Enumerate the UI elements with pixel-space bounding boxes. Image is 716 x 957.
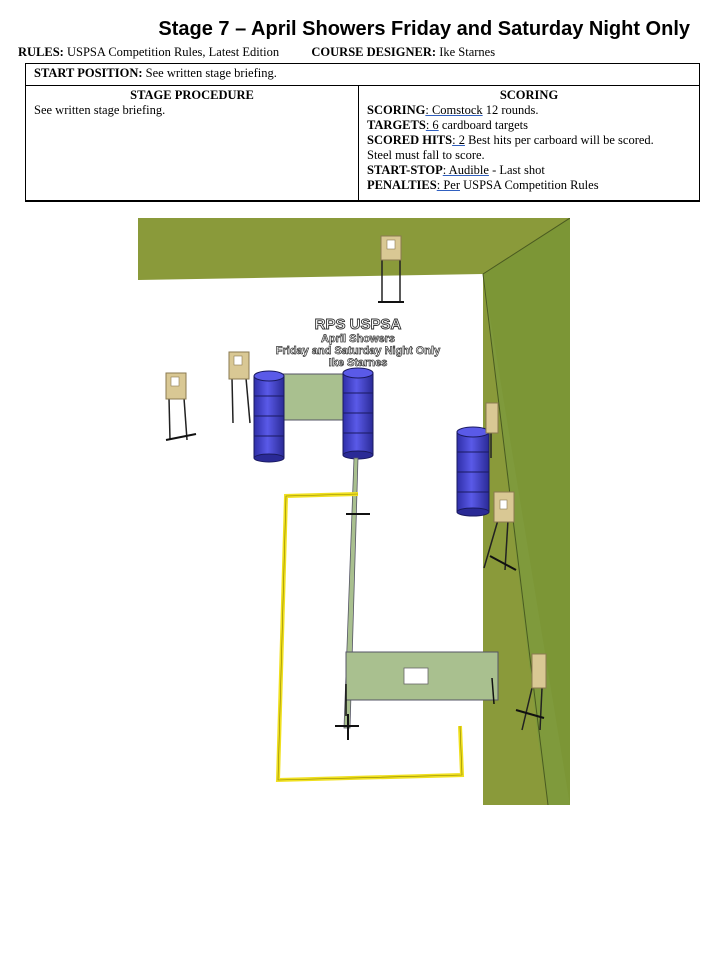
rules-value: USPSA Competition Rules, Latest Edition <box>67 45 279 59</box>
scoring-heading: SCORING <box>367 88 691 103</box>
barrel-stack-right <box>457 427 489 516</box>
hits-link[interactable]: : 2 <box>452 133 465 147</box>
penalties-line: PENALTIES: Per USPSA Competition Rules <box>367 178 691 193</box>
wall-port <box>404 668 428 684</box>
start-stop-line: START-STOP: Audible - Last shot <box>367 163 691 178</box>
targets-link[interactable]: : 6 <box>426 118 439 132</box>
barrel-stack-left <box>254 371 284 462</box>
start-stop-link[interactable]: : Audible <box>443 163 489 177</box>
stage-procedure-cell: STAGE PROCEDURE See written stage briefi… <box>26 86 359 201</box>
designer-label: COURSE DESIGNER: <box>311 45 436 59</box>
start-position-label: START POSITION: <box>34 66 143 80</box>
stage-brief-table: START POSITION: See written stage briefi… <box>25 63 700 201</box>
scored-hits-line: SCORED HITS: 2 Best hits per carboard wi… <box>367 133 691 148</box>
page-title: Stage 7 – April Showers Friday and Satur… <box>0 18 716 41</box>
banner-line-1: RPS USPSA <box>315 316 402 333</box>
banner-line-2: April Showers <box>321 333 395 345</box>
start-position-cell: START POSITION: See written stage briefi… <box>26 64 700 86</box>
stage-procedure-heading: STAGE PROCEDURE <box>34 88 350 103</box>
rules-label: RULES: <box>18 45 64 59</box>
start-position-value: See written stage briefing. <box>146 66 277 80</box>
steel-note: Steel must fall to score. <box>367 148 691 163</box>
penalties-link[interactable]: : Per <box>437 178 460 192</box>
designer-value: Ike Starnes <box>439 45 495 59</box>
banner-line-4: Ike Starnes <box>329 357 388 369</box>
scoring-link[interactable]: : Comstock <box>425 103 482 117</box>
stage-diagram: RPS USPSA April Showers Friday and Satur… <box>138 218 570 805</box>
barrel-stack-center <box>343 368 373 459</box>
back-wall-panel <box>280 374 344 420</box>
targets-line: TARGETS: 6 cardboard targets <box>367 118 691 133</box>
stage-procedure-text: See written stage briefing. <box>34 103 350 118</box>
scoring-line: SCORING: Comstock 12 rounds. <box>367 103 691 118</box>
banner-line-3: Friday and Saturday Night Only <box>276 345 441 357</box>
scoring-cell: SCORING SCORING: Comstock 12 rounds. TAR… <box>359 86 700 201</box>
rules-line: RULES: USPSA Competition Rules, Latest E… <box>18 45 495 60</box>
